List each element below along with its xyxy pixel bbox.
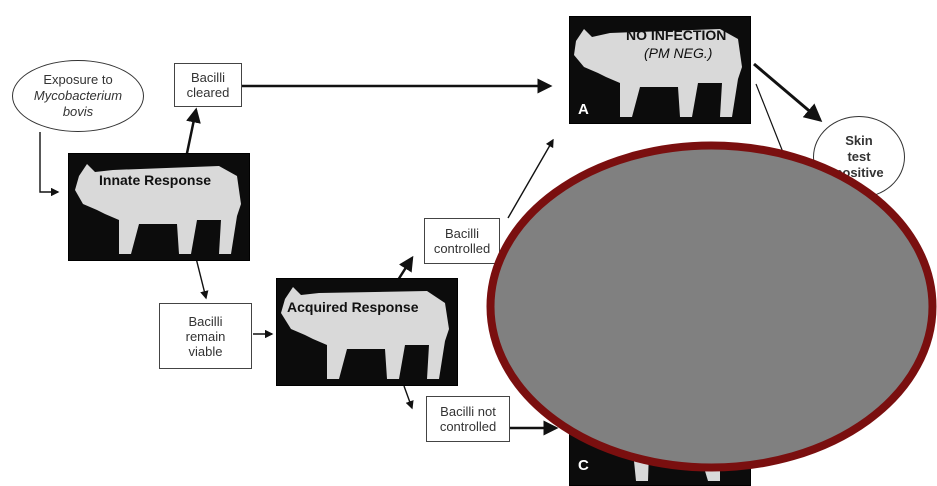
remain-line3: viable <box>189 344 223 359</box>
no-infection-subtitle: (PM NEG.) <box>644 45 712 61</box>
arrow-innate-to-cleared <box>186 110 196 158</box>
exposure-node: Exposure to Mycobacterium bovis <box>12 60 144 132</box>
arrow-acquired-to-controlled <box>398 258 412 280</box>
remain-line1: Bacilli <box>189 314 223 329</box>
innate-response-panel: Innate Response <box>68 153 250 261</box>
no-infection-title: NO INFECTION <box>626 27 726 43</box>
cleared-line1: Bacilli <box>191 70 225 85</box>
arrow-acquired-to-not-controlled <box>404 386 412 408</box>
panel-a-letter: A <box>578 101 589 118</box>
cow-icon <box>277 279 457 385</box>
acquired-response-panel: Acquired Response <box>276 278 458 386</box>
bacilli-remain-viable-box: Bacilli remain viable <box>159 303 252 369</box>
cleared-line2: cleared <box>187 85 230 100</box>
bacilli-cleared-box: Bacilli cleared <box>174 63 242 107</box>
innate-label: Innate Response <box>99 172 211 188</box>
redaction-overlay <box>486 141 937 472</box>
arrow-no-infection-to-skin-test <box>754 64 820 120</box>
exposure-line3: bovis <box>63 104 93 120</box>
arrow-innate-to-remain <box>196 258 206 298</box>
arrow-exposure-to-innate <box>40 132 58 192</box>
acquired-label: Acquired Response <box>287 299 418 315</box>
exposure-line2: Mycobacterium <box>34 88 122 104</box>
controlled-line2: controlled <box>434 241 490 256</box>
no-infection-panel: NO INFECTION (PM NEG.) A <box>569 16 751 124</box>
controlled-line1: Bacilli <box>445 226 479 241</box>
exposure-line1: Exposure to <box>43 72 112 88</box>
remain-line2: remain <box>186 329 226 344</box>
cow-icon <box>69 154 249 260</box>
